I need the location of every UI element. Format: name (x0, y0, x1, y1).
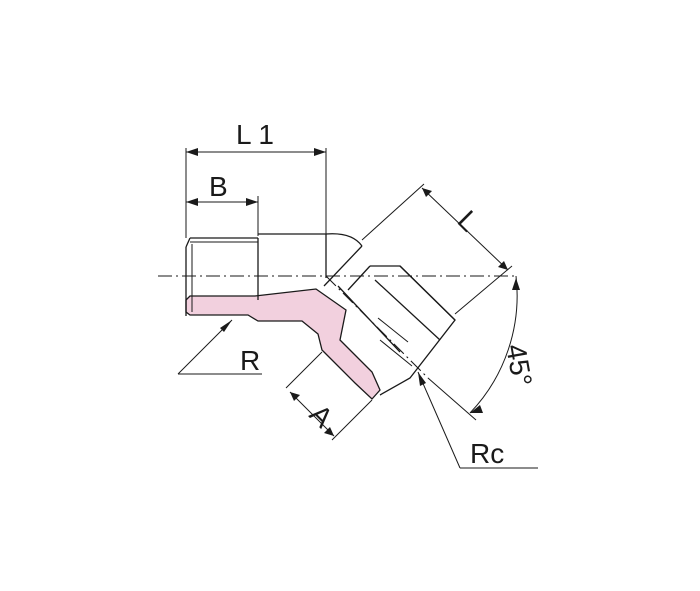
label-rc: Rc (470, 438, 504, 469)
label-angle: 45° (500, 342, 538, 389)
label-b: B (209, 171, 228, 202)
label-a: A (304, 398, 339, 433)
male-thread-end (185, 237, 259, 316)
centerline-angled (325, 275, 429, 379)
dim-angle (427, 275, 520, 421)
dim-l (361, 183, 513, 315)
leader-r (177, 319, 262, 375)
body-section (258, 233, 363, 278)
dim-b (186, 196, 259, 236)
section-hatch (185, 288, 381, 400)
dim-a (285, 351, 373, 441)
leader-rc (417, 371, 538, 469)
label-r: R (240, 345, 260, 376)
dim-l1 (185, 148, 327, 238)
label-l1: L 1 (236, 119, 274, 150)
